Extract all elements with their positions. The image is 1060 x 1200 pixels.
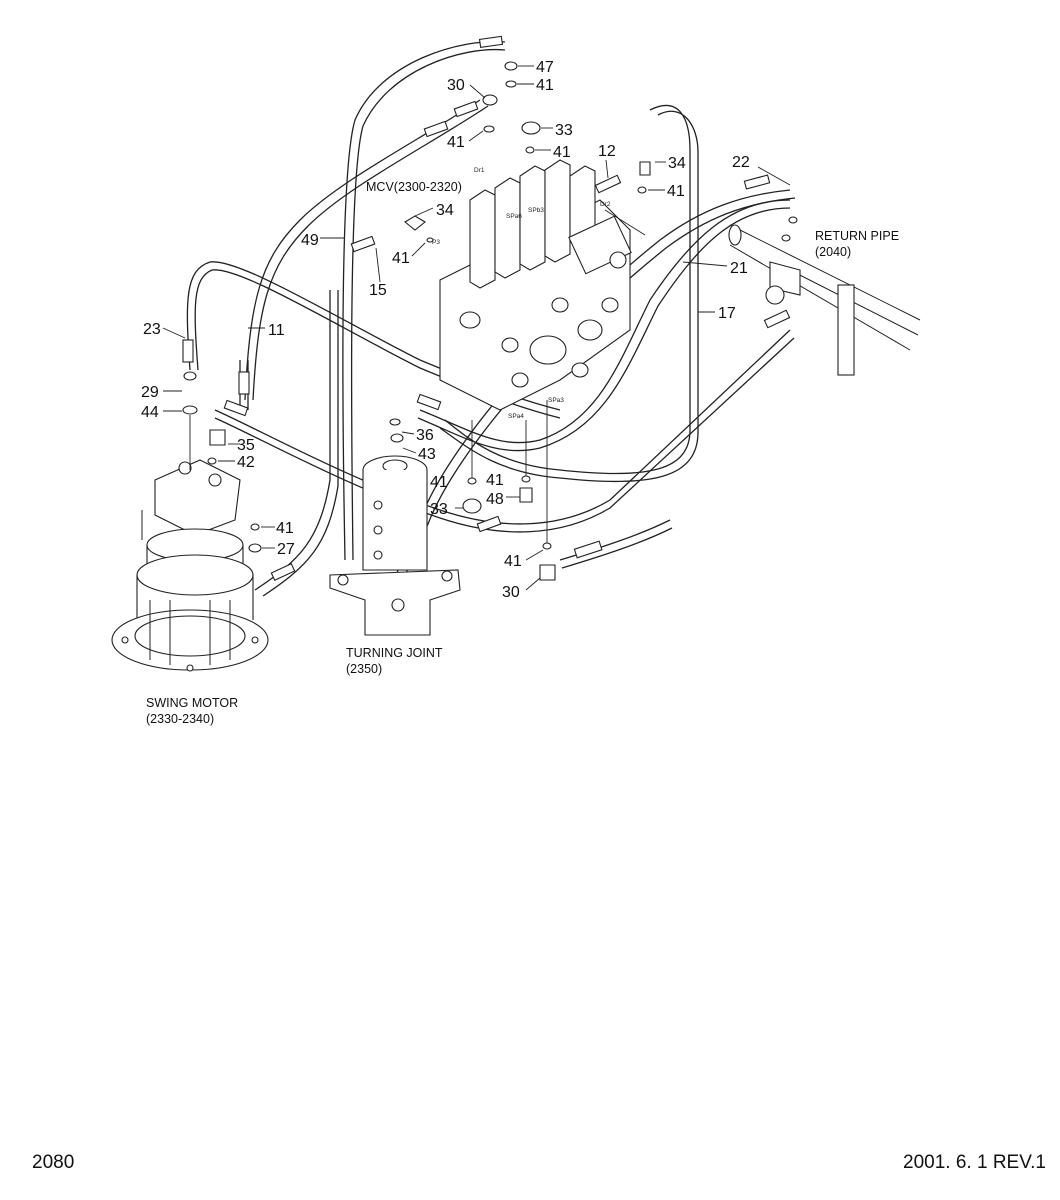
hose-30-lower [559,519,673,569]
port-label-p3: P3 [432,239,440,246]
turning-joint [329,455,461,636]
port-label-spa3: SPa3 [548,397,564,404]
callout-49: 49 [301,232,319,249]
callout-41: 41 [667,183,685,200]
callout-35: 35 [237,437,255,454]
mcv-label: MCV(2300-2320) [366,180,462,194]
port-label-spa6: SPa6 [506,213,522,220]
callout-33: 33 [555,122,573,139]
callout-41: 41 [504,553,522,570]
callout-48: 48 [486,491,504,508]
leader-lines [162,65,791,591]
turning-joint-code: (2350) [346,662,382,676]
port-label-dr1: Dr1 [474,167,485,174]
port-label-dr2: Dr2 [600,201,611,208]
hose-17 [439,104,699,483]
callout-47: 47 [536,59,554,76]
callout-12: 12 [598,143,616,160]
revision-date: 2001. 6. 1 REV.1 [903,1152,1046,1173]
callout-41: 41 [392,250,410,267]
hose-21 [417,199,791,452]
swing-motor-label: SWING MOTOR [146,696,238,710]
port-label-spb3: SPb3 [528,207,544,214]
callout-17: 17 [718,305,736,322]
return-pipe [728,224,921,376]
callout-41: 41 [536,77,554,94]
callout-41: 41 [553,144,571,161]
port-labels: Dr1 Dr2 P3 SPa6 SPb3 SPa4 SPa3 [432,167,611,420]
page-number: 2080 [32,1152,75,1173]
loose-parts [182,61,798,581]
callout-36: 36 [416,427,434,444]
callout-42: 42 [237,454,255,471]
callout-33: 33 [430,501,448,518]
turning-joint-label: TURNING JOINT [346,646,443,660]
callout-41: 41 [276,520,294,537]
callout-44: 44 [141,404,159,421]
callout-30: 30 [447,77,465,94]
return-pipe-code: (2040) [815,245,851,259]
callout-34: 34 [668,155,686,172]
port-label-spa4: SPa4 [508,413,524,420]
callouts: 47 41 30 33 41 41 12 34 22 41 34 49 41 2… [141,59,750,601]
mcv-valve [439,159,632,411]
callout-22: 22 [732,154,750,171]
callout-43: 43 [418,446,436,463]
callout-23: 23 [143,321,161,338]
swing-motor-code: (2330-2340) [146,712,214,726]
callout-41: 41 [486,472,504,489]
callout-41: 41 [430,474,448,491]
callout-34: 34 [436,202,454,219]
hose-49 [244,40,506,561]
callout-27: 27 [277,541,295,558]
callout-11: 11 [268,322,285,339]
component-labels: MCV(2300-2320) RETURN PIPE (2040) TURNIN… [146,180,899,726]
callout-21: 21 [730,260,748,277]
callout-41: 41 [447,134,465,151]
callout-30: 30 [502,584,520,601]
callout-15: 15 [369,282,387,299]
callout-29: 29 [141,384,159,401]
swing-motor [111,459,269,672]
hose-swing-motor [214,290,795,597]
return-pipe-label: RETURN PIPE [815,229,899,243]
connector-fittings [182,35,791,582]
